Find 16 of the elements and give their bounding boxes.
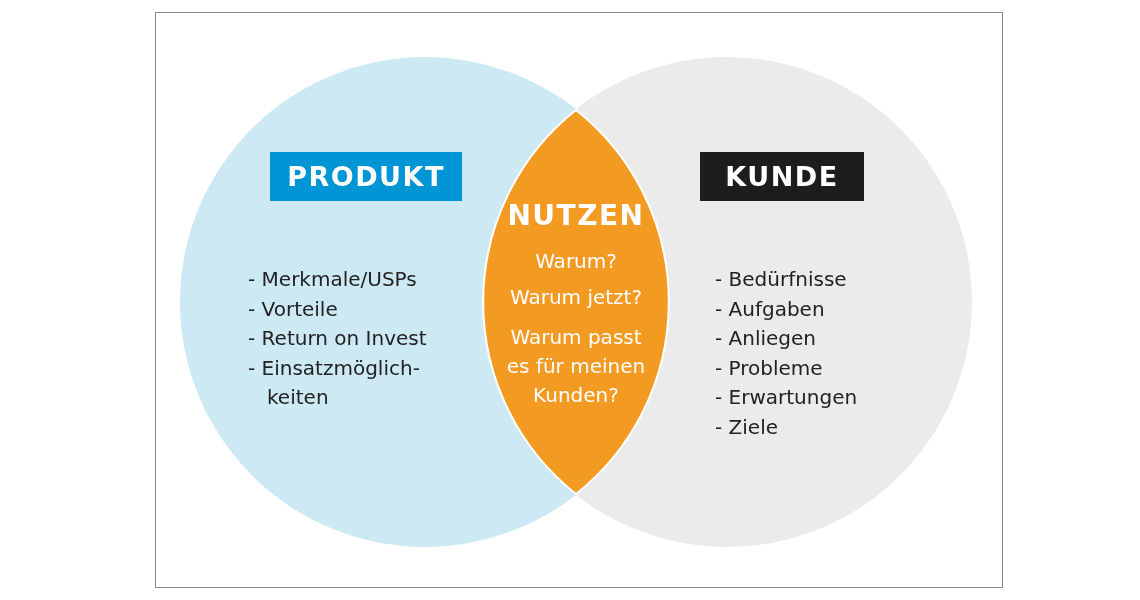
question-text: Warum? [534,248,618,275]
list-item: - Anliegen [715,325,818,352]
list-item: - Aufgaben [715,295,826,323]
heading-label: PRODUKT [270,152,462,201]
list-item: - Einsatzmöglich- keiten [248,354,421,411]
list-item: - Merkmale/USPs [248,266,418,293]
list-item: - Vorteile [248,295,339,323]
question-text: Warum passt es für meinen Kunden? [506,324,646,409]
question-text: Warum jetzt? [508,284,644,311]
list-item: - Bedürfnisse [715,266,848,293]
heading: NUTZEN [506,201,646,230]
list-item: - Probleme [715,354,824,382]
list-item: - Erwartungen [715,384,859,411]
list-item: - Ziele [715,413,779,441]
heading-label: KUNDE [700,152,864,201]
list-item: - Return on Invest [248,325,428,352]
